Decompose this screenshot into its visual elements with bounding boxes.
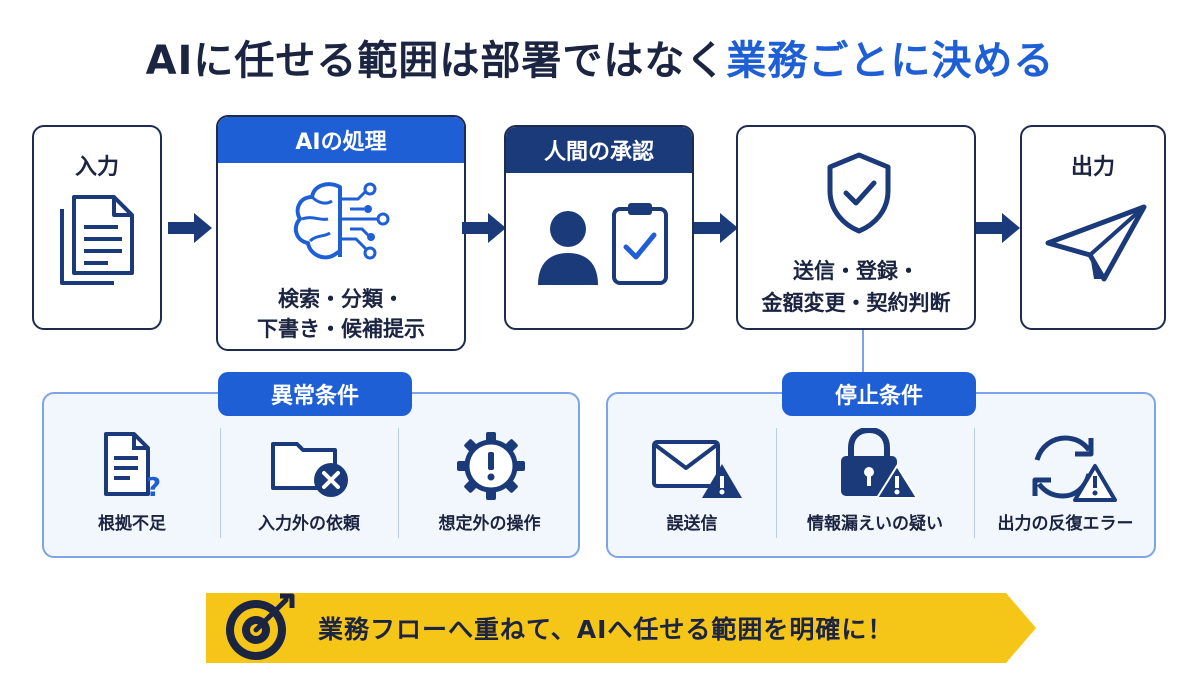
page-title: AIに任せる範囲は部署ではなく業務ごとに決める	[0, 28, 1200, 92]
anomaly-item-label: 想定外の操作	[438, 514, 541, 534]
anomaly-item: 入力外の依頼	[221, 394, 397, 556]
stop-conditions-panel: 停止条件 誤送信 情報漏えいの疑い	[606, 372, 1156, 558]
ai-processing-desc-2: 下書き・候補提示	[257, 317, 425, 341]
ai-processing-box: AIの処理 検索・分類・ 下書き・候補提示	[216, 115, 466, 351]
flow-arrow-3	[694, 213, 738, 243]
divider	[776, 428, 777, 538]
lock-alert-icon	[841, 428, 919, 499]
shield-check-icon	[827, 152, 891, 234]
person-icon	[538, 211, 598, 285]
control-actions-desc-2: 金額変更・契約判断	[761, 291, 951, 315]
summary-banner	[206, 593, 1036, 663]
human-approval-header: 人間の承認	[506, 127, 692, 173]
documents-icon	[60, 195, 134, 285]
refresh-alert-icon	[1032, 435, 1117, 502]
divider	[220, 428, 221, 538]
paper-plane-icon	[1045, 204, 1147, 282]
target-icon	[226, 593, 295, 660]
svg-text:?: ?	[146, 473, 161, 500]
output-label: 出力	[1070, 155, 1115, 180]
stop-item: 情報漏えいの疑い	[777, 394, 973, 556]
document-question-icon: ?	[104, 432, 161, 500]
human-approval-box: 人間の承認	[504, 125, 694, 330]
stop-item-label: 出力の反復エラー	[997, 514, 1134, 534]
control-actions-desc-1: 送信・登録・	[793, 259, 919, 283]
stop-item: 誤送信	[608, 394, 776, 556]
anomaly-item-label: 入力外の依頼	[258, 514, 360, 534]
input-box: 入力	[32, 125, 162, 330]
stop-item-label: 情報漏えいの疑い	[807, 514, 943, 534]
title-main: AIに任せる範囲は部署ではなく	[145, 38, 727, 84]
mail-alert-icon	[652, 440, 742, 498]
divider	[974, 428, 975, 538]
output-box: 出力	[1020, 125, 1166, 330]
flow-arrow-1	[168, 213, 212, 243]
anomaly-conditions-panel: 異常条件 ? 根拠不足 入力外の依頼	[42, 372, 580, 558]
anomaly-item: ? 根拠不足	[44, 394, 220, 556]
stop-conditions-title: 停止条件	[782, 372, 976, 416]
summary-banner-text: 業務フローへ重ねて、AIへ任せる範囲を明確に！	[318, 615, 894, 644]
anomaly-conditions-title: 異常条件	[218, 372, 412, 416]
input-label: 入力	[74, 155, 119, 180]
stop-item-label: 誤送信	[666, 514, 718, 534]
connector-line	[862, 330, 864, 374]
ai-processing-header: AIの処理	[218, 117, 464, 163]
anomaly-item-label: 根拠不足	[98, 514, 166, 534]
brain-circuit-icon	[293, 182, 390, 260]
stop-item: 出力の反復エラー	[975, 394, 1156, 556]
ai-processing-desc-1: 検索・分類・	[278, 287, 404, 311]
title-highlight: 業務ごとに決める	[722, 28, 1059, 92]
gear-alert-icon	[457, 432, 525, 500]
control-actions-box: 送信・登録・ 金額変更・契約判断	[736, 125, 976, 330]
clipboard-check-icon	[612, 203, 668, 285]
folder-x-icon	[271, 442, 348, 497]
divider	[398, 428, 399, 538]
flow-arrow-4	[976, 213, 1020, 243]
flow-arrow-2	[462, 213, 506, 243]
anomaly-item: 想定外の操作	[399, 394, 580, 556]
